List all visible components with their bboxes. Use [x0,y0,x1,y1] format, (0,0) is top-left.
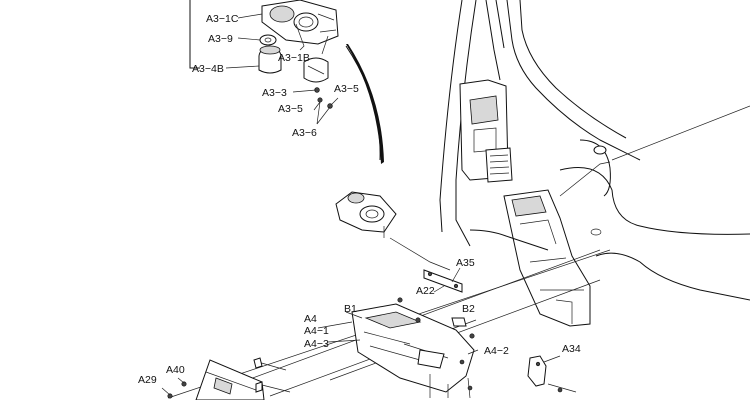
label-a3-9: A3−9 [208,33,233,45]
a3-9-ring [259,34,277,46]
label-a3-1c: A3−1C [206,13,239,25]
label-a29: A29 [138,374,157,386]
label-a3-1b: A3−1B [278,52,310,64]
door-lower-line [595,252,750,301]
door-latch [593,145,607,155]
label-a3-3: A3−3 [262,87,287,99]
label-a4-3: A4−3 [304,338,329,350]
cup-holder-part [335,191,451,271]
console-body [351,303,475,393]
label-b2: B2 [462,303,475,315]
label-a40: A40 [166,364,185,376]
a3-1c-cup [269,5,295,23]
side-panel-a29 [161,357,291,400]
pillar-edge-2 [495,0,505,49]
label-a22: A22 [416,285,435,297]
label-a4-2: A4−2 [484,345,509,357]
a3-6-screw-left [317,97,323,103]
label-a3-5-left: A3−5 [278,103,303,115]
label-a4: A4 [304,313,317,325]
door-frame-inner [519,0,627,139]
label-b1: B1 [344,303,357,315]
a3-subassembly [189,0,339,125]
door-handle-area [579,139,611,197]
pillar-edge-1 [485,0,501,81]
label-a34: A34 [562,343,581,355]
console-top-recess [364,311,422,329]
a3-bracket-line [189,0,200,69]
a35-bracket [423,267,463,293]
sweep-arrow-head [346,44,384,164]
part-labels: A3−1C A3−9 A3−4B A3−1B A3−3 A3−5 A3−5 A3… [138,13,581,386]
lower-console-a4 [317,297,479,399]
label-a3-6: A3−6 [292,127,317,139]
a3-1c-ring [293,12,319,32]
a34-bracket [527,355,577,393]
label-a3-5-right: A3−5 [334,83,359,95]
vehicle-body [439,0,750,327]
label-a35: A35 [456,257,475,269]
pillar-outer-left [439,0,463,233]
pillar-window [469,95,499,125]
label-a3-4b: A3−4B [192,63,224,75]
door-trim-line [559,167,750,235]
vent-grille [485,147,513,183]
b2-switch [451,317,467,327]
label-a4-1: A4−1 [304,325,329,337]
floor-edge [469,229,549,251]
door-frame-top [506,0,641,161]
